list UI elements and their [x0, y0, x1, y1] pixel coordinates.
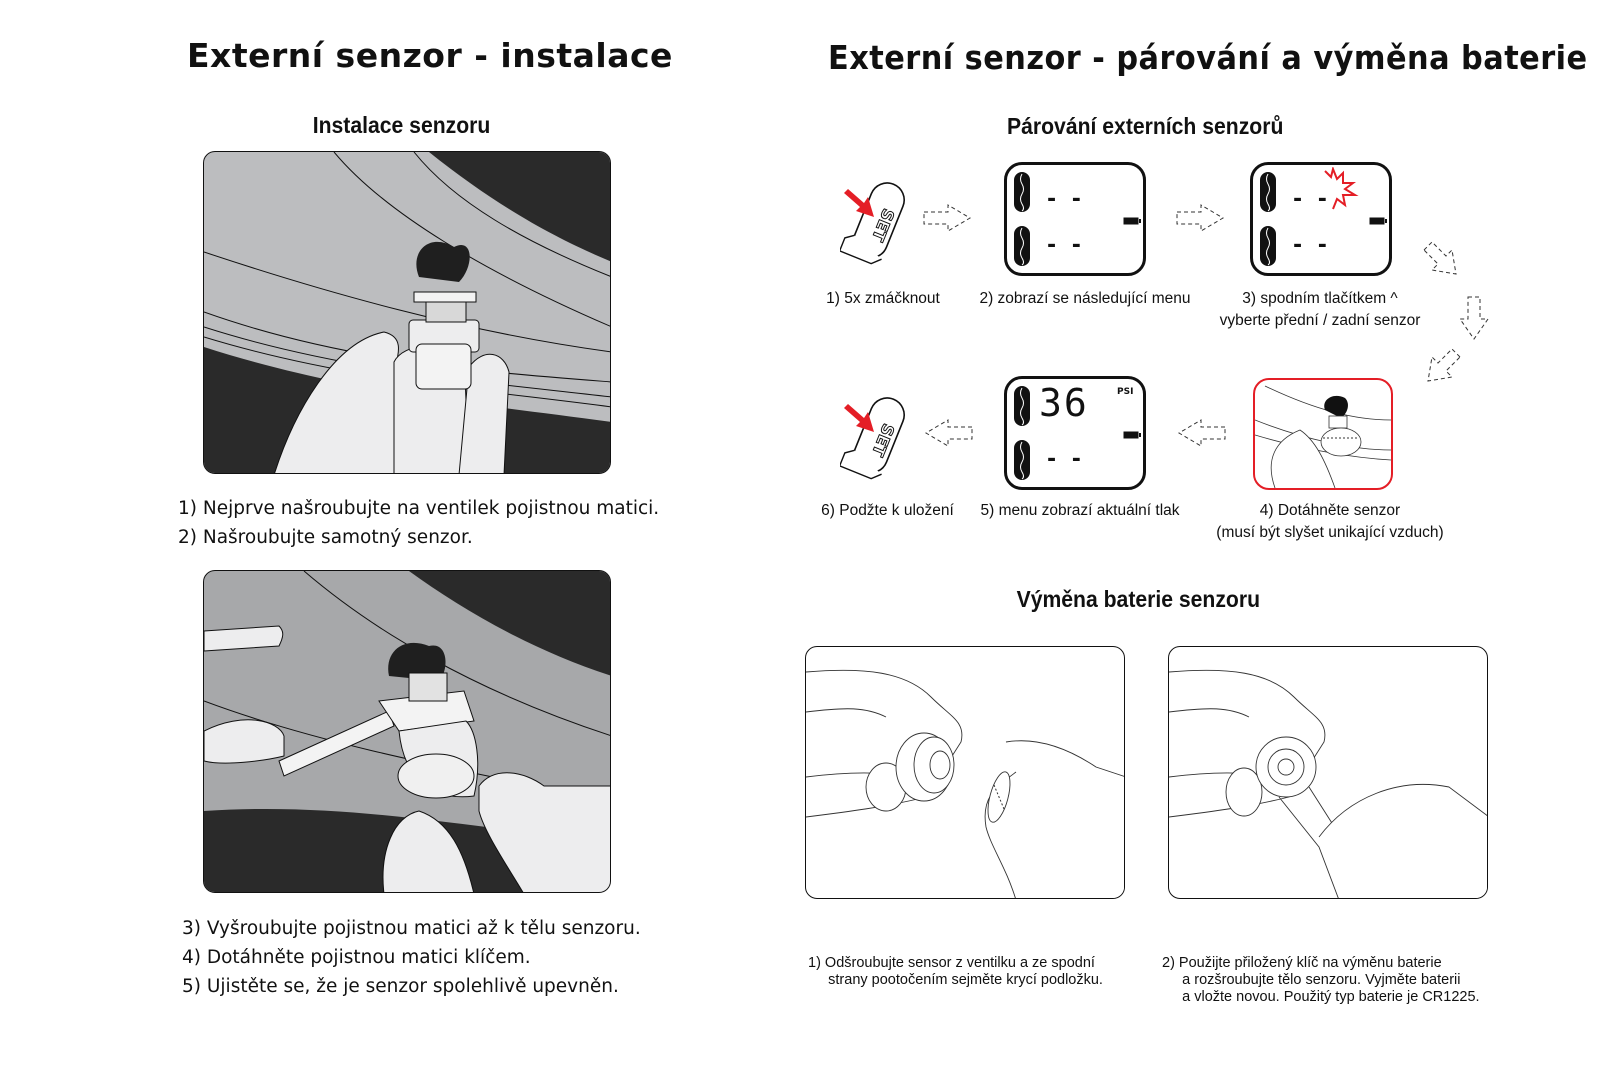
tire-icon — [1013, 385, 1031, 427]
arrow-right-icon — [922, 203, 974, 233]
caption-line: 4) Dotáhněte senzor — [1259, 502, 1401, 519]
lcd-display-step2: - - - - — [1004, 162, 1146, 276]
arrow-down-left-icon — [1420, 345, 1464, 389]
tire-icon — [1013, 225, 1031, 267]
step-text: 3) Vyšroubujte pojistnou matici až k těl… — [182, 918, 641, 939]
pairing-step4-caption: 4) Dotáhněte senzor (musí být slyšet uni… — [1210, 500, 1450, 544]
step-text: 5) Ujistěte se, že je senzor spolehlivě … — [182, 976, 619, 997]
battery-icon — [1123, 217, 1141, 225]
pressure-placeholder: - - — [1047, 187, 1085, 212]
set-button-illustration: SET — [840, 390, 915, 480]
pairing-subtitle: Párování externích senzorů — [1007, 113, 1284, 139]
tire-icon — [1259, 171, 1277, 213]
battery-image-1 — [805, 646, 1125, 899]
battery-step1-caption: 1) Odšroubujte sensor z ventilku a ze sp… — [808, 955, 1103, 988]
lcd-display-step3: - - - - — [1250, 162, 1392, 276]
caption-line: (musí být slyšet unikající vzduch) — [1216, 524, 1444, 541]
battery-icon — [1123, 431, 1141, 439]
installation-image-1 — [203, 151, 611, 474]
caption-line: vyberte přední / zadní senzor — [1219, 312, 1421, 329]
arrow-down-icon — [1457, 295, 1491, 343]
installation-image-2 — [203, 570, 611, 893]
tire-icon — [1013, 171, 1031, 213]
pressure-unit: PSI — [1117, 387, 1134, 397]
pressure-placeholder: - - — [1047, 447, 1085, 472]
installation-steps-b: 3) Vyšroubujte pojistnou matici až k těl… — [182, 914, 641, 1001]
arrow-down-right-icon — [1420, 238, 1464, 282]
battery-image-2 — [1168, 646, 1488, 899]
arrow-left-icon — [922, 418, 974, 448]
arrow-left-icon — [1175, 418, 1227, 448]
installation-steps-a: 1) Nejprve našroubujte na ventilek pojis… — [178, 494, 659, 552]
battery-subtitle: Výměna baterie senzoru — [1016, 586, 1261, 612]
lcd-display-step5: 36 PSI - - — [1004, 376, 1146, 490]
battery-step2-caption: 2) Použijte přiložený klíč na výměnu bat… — [1162, 955, 1480, 1005]
tire-icon — [1013, 439, 1031, 481]
battery-icon — [1369, 217, 1387, 225]
pressure-placeholder: - - — [1047, 233, 1085, 258]
installation-subtitle: Instalace senzoru — [312, 112, 491, 138]
pressure-placeholder: - - — [1293, 233, 1331, 258]
pairing-step2-caption: 2) zobrazí se následující menu — [979, 290, 1191, 307]
set-button-illustration: SET — [840, 175, 915, 265]
pairing-step1-caption: 1) 5x zmáčknout — [826, 290, 940, 307]
pairing-step5-caption: 5) menu zobrazí aktuální tlak — [980, 502, 1180, 519]
right-page-title: Externí senzor - párování a výměna bater… — [828, 38, 1588, 77]
step-text: 2) Našroubujte samotný senzor. — [178, 527, 473, 548]
pairing-step3-caption: 3) spodním tlačítkem ^ vyberte přední / … — [1205, 288, 1435, 332]
caption-line: 3) spodním tlačítkem ^ — [1242, 290, 1398, 307]
tire-icon — [1259, 225, 1277, 267]
tighten-sensor-image — [1253, 378, 1393, 490]
blink-burst-icon — [1321, 167, 1359, 211]
step-text: 1) Nejprve našroubujte na ventilek pojis… — [178, 498, 660, 519]
step-text: 4) Dotáhněte pojistnou matici klíčem. — [182, 947, 531, 968]
pressure-placeholder: - - — [1293, 187, 1331, 212]
arrow-right-icon — [1175, 203, 1227, 233]
pairing-step6-caption: 6) Podžte k uložení — [821, 502, 954, 519]
pressure-value: 36 — [1039, 381, 1089, 425]
left-page-title: Externí senzor - instalace — [187, 36, 673, 75]
